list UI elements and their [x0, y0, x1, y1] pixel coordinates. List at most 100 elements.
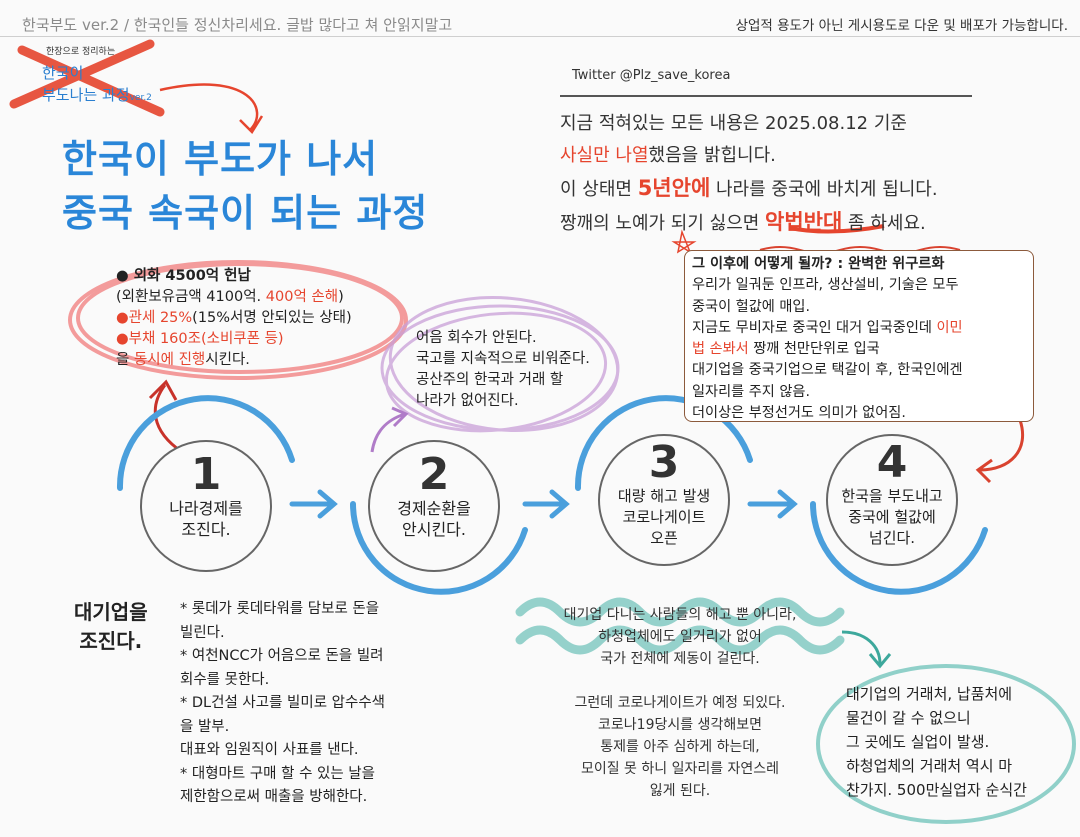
cross-out-icon — [9, 39, 165, 117]
text-line: 물건이 갈 수 없으니 — [846, 709, 971, 727]
bullet-text: 시킨다. — [205, 352, 250, 368]
old-title-kicker: 한장으로 정리하는 — [46, 47, 116, 57]
step-number: 4 — [876, 437, 908, 488]
aftermath-text: 그 이후에 어떻게 될까? : 완벽한 위구르화 우리가 일궈둔 인프라, 생산… — [692, 254, 963, 424]
aftermath-title: 그 이후에 어떻게 될까? : 완벽한 위구르화 — [692, 254, 963, 275]
flow-arrow-icon — [289, 489, 798, 519]
twitter-underline — [560, 95, 972, 97]
list-item: 회수를 못한다. — [180, 671, 270, 688]
notice-line2: 사실만 나열했음을 밝힙니다. — [560, 140, 938, 172]
step-label: 조진다. — [181, 520, 231, 539]
list-item: * 롯데가 롯데타워를 담보로 돈을 — [180, 601, 380, 617]
step-1-circle: 1 나라경제를 조진다. — [140, 440, 272, 572]
text-line: 대기업 다니는 사람들의 해고 뿐 아니라, — [563, 607, 797, 623]
notice-text: 좀 하세요. — [842, 213, 926, 234]
bullet-text: (15%서명 안되있는 상태) — [192, 310, 352, 326]
notice-highlight: 5년안에 — [637, 176, 711, 200]
old-title: 한국이 부도나는 과정ver.2 — [42, 62, 152, 109]
notice-text: 이 상태면 — [560, 179, 638, 200]
step-4-circle: 4 한국을 부도내고 중국에 헐값에 넘긴다. — [826, 434, 958, 566]
bullet-item: 을 동시에 진행시킨다. — [116, 350, 352, 371]
pink-scribble-icon — [68, 260, 408, 380]
text-line: 하청업체에도 일거리가 없어 — [598, 629, 762, 645]
note-line: 나라가 없어진다. — [416, 393, 519, 409]
text-line: 찬가지. 500만실업자 순식간 — [846, 781, 1027, 799]
header-divider — [0, 36, 1080, 37]
step-label: 코로나게이트 — [622, 508, 706, 526]
header-right-text: 상업적 용도가 아닌 게시용도로 다운 및 배포가 가능합니다. — [735, 18, 1068, 34]
aftermath-text-part: 지금도 무비자로 중국인 대거 입국중인데 — [692, 319, 937, 336]
text-line: 그런데 코로나게이트가 예정 되있다. — [574, 695, 786, 711]
notice-line1: 지금 적혀있는 모든 내용은 2025.08.12 기준 — [560, 113, 907, 134]
notice-text: 짱깨의 노예가 되기 싫으면 — [560, 213, 766, 234]
aftermath-line: 지금도 무비자로 중국인 대거 입국중인데 이민 — [692, 318, 963, 339]
bullet-text: (외환보유금액 4100억. — [116, 289, 266, 305]
bullet-highlight: ●관세 25% — [116, 310, 193, 326]
step-number: 1 — [190, 449, 222, 500]
bullet-highlight: 400억 손해 — [265, 289, 339, 305]
bottom-left-list: * 롯데가 롯데타워를 담보로 돈을 빌린다. * 여천NCC가 어음으로 돈을… — [180, 598, 385, 810]
step-label: 한국을 부도내고 — [841, 487, 943, 505]
red-arrow-icon — [975, 419, 1025, 484]
bullet-text: 을 — [116, 352, 134, 368]
text-line: 국가 전체에 제동이 걸린다. — [600, 651, 760, 667]
twitter-handle: Twitter @Plz_save_korea — [572, 68, 731, 83]
main-title-line2: 중국 속국이 되는 과정 — [62, 191, 429, 235]
list-item: 제한함으로써 매출을 방해한다. — [180, 789, 368, 805]
aftermath-title-text: 그 이후에 어떻게 될까? : 완벽한 위구르화 — [692, 256, 945, 272]
notice-highlight: 악법반대 — [765, 210, 843, 234]
bottom-right-text: 대기업의 거래처, 납품처에 물건이 갈 수 없으니 그 곳에도 실업이 발생.… — [846, 682, 1027, 802]
list-item: 대표와 임원직이 사표를 낸다. — [180, 742, 359, 758]
header-left-text: 한국부도 ver.2 / 한국인들 정신차리세요. 글밥 많다고 쳐 안읽지말고 — [22, 16, 453, 34]
list-item: 빌린다. — [180, 624, 225, 641]
old-title-line2: 부도나는 과정ver.2 — [42, 84, 152, 109]
bottom-middle-text: 대기업 다니는 사람들의 해고 뿐 아니라, 하청업체에도 일거리가 없어 국가… — [510, 604, 850, 802]
bullet-item: ●관세 25%(15%서명 안되있는 상태) — [116, 308, 352, 329]
bullet-item: ● 외화 4500억 헌납 — [116, 266, 352, 287]
notice-block: 지금 적혀있는 모든 내용은 2025.08.12 기준 사실만 나열했음을 밝… — [560, 108, 938, 240]
step2-note: 어음 회수가 안된다. 국고를 지속적으로 비워준다. 공산주의 한국과 거래 … — [416, 328, 590, 412]
bullet-item: ●부채 160조(소비쿠폰 등) — [116, 329, 352, 350]
aftermath-box — [684, 250, 1034, 422]
main-title: 한국이 부도가 나서 중국 속국이 되는 과정 — [62, 132, 428, 240]
heading-line: 대기업을 — [74, 600, 148, 624]
aftermath-line: 일자리를 주지 않음. — [692, 383, 810, 400]
bottom-left-heading: 대기업을 조진다. — [74, 598, 148, 656]
aftermath-line: 법 손봐서 짱깨 천만단위로 입국 — [692, 339, 963, 360]
teal-scribble-icon — [515, 597, 845, 655]
economy-bullets: ● 외화 4500억 헌납 (외환보유금액 4100억. 400억 손해) ●관… — [116, 266, 352, 371]
flow-arcs — [116, 395, 988, 595]
step-label: 중국에 헐값에 — [848, 508, 936, 526]
step-label: 나라경제를 — [169, 499, 243, 518]
old-title-version: ver.2 — [129, 93, 152, 103]
bullet-text: ) — [338, 289, 344, 305]
aftermath-line: 중국이 헐값에 매입. — [692, 298, 810, 315]
step-number: 2 — [418, 449, 450, 500]
heading-line: 조진다. — [79, 629, 143, 653]
spacer — [510, 670, 850, 692]
aftermath-line: 우리가 일궈둔 인프라, 생산설비, 기술은 모두 — [692, 277, 959, 294]
star-icon — [671, 229, 697, 254]
text-line: 하청업체의 거래처 역시 마 — [846, 757, 1013, 775]
main-title-line1: 한국이 부도가 나서 — [62, 137, 379, 181]
old-title-line2-text: 부도나는 과정 — [42, 86, 130, 104]
red-arrow-icon — [159, 83, 264, 134]
text-line: 잃게 된다. — [649, 783, 711, 799]
step-label: 안시킨다. — [402, 520, 466, 539]
step-label: 오픈 — [650, 529, 678, 547]
text-line: 코로나19당시를 생각해보면 — [598, 717, 762, 733]
aftermath-highlight: 법 손봐서 — [692, 341, 749, 358]
list-item: 을 발부. — [180, 718, 230, 735]
red-underline-icon — [789, 224, 885, 234]
note-line: 국고를 지속적으로 비워준다. — [416, 351, 590, 367]
text-line: 그 곳에도 실업이 발생. — [846, 733, 990, 751]
list-item: * 여천NCC가 어음으로 돈을 빌려 — [180, 648, 384, 664]
teal-arrow-icon — [841, 630, 892, 669]
list-item: * 대형마트 구매 할 수 있는 날을 — [180, 765, 375, 782]
notice-line4: 짱깨의 노예가 되기 싫으면 악법반대 좀 하세요. — [560, 206, 938, 240]
text-line: 대기업의 거래처, 납품처에 — [846, 685, 1013, 703]
notice-line3: 이 상태면 5년안에 나라를 중국에 바치게 됩니다. — [560, 172, 938, 206]
old-title-line1: 한국이 — [42, 64, 84, 82]
aftermath-line: 대기업을 중국기업으로 택갈이 후, 한국인에겐 — [692, 362, 963, 379]
